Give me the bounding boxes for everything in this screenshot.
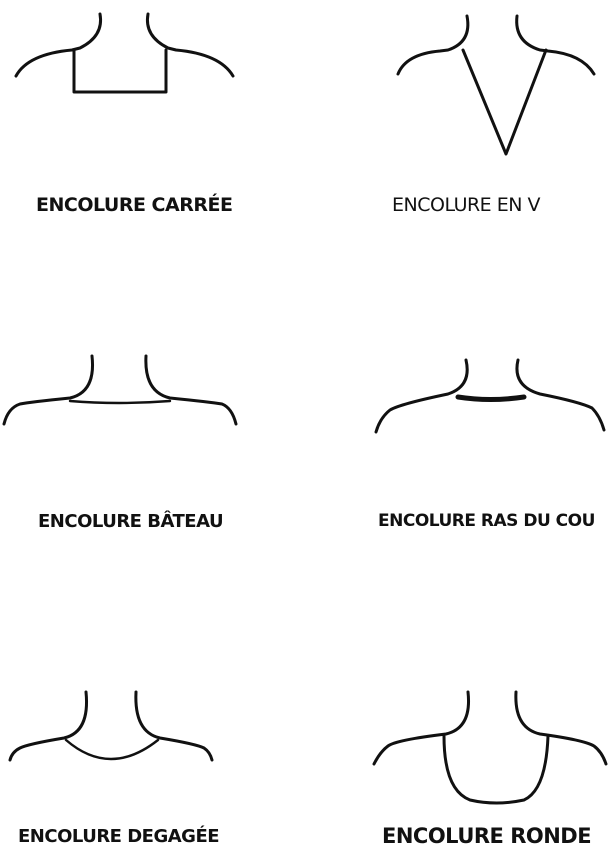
label-round-neckline: ENCOLURE RONDE: [382, 826, 591, 847]
label-off-shoulder-neckline: ENCOLURE DEGAGÉE: [18, 828, 219, 846]
